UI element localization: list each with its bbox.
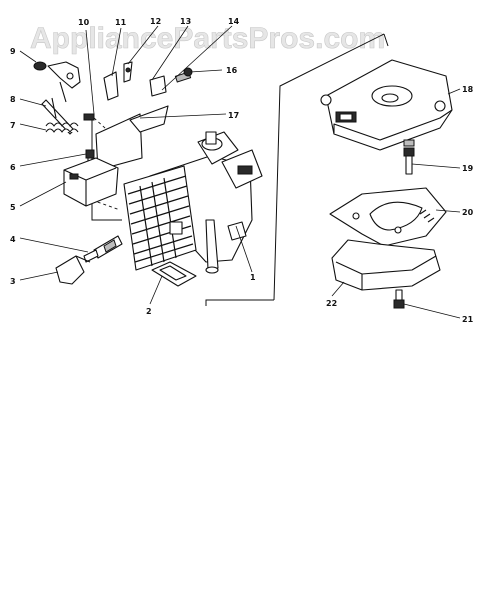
part-11-clip xyxy=(103,71,119,101)
callout-14: 14 xyxy=(228,17,240,26)
part-4-spark-plug xyxy=(83,235,123,263)
callout-19: 19 xyxy=(462,164,474,173)
callout-18: 18 xyxy=(462,85,474,94)
callout-8: 8 xyxy=(10,95,16,104)
callout-17: 17 xyxy=(228,111,239,120)
assembly-frame-right xyxy=(273,33,389,301)
part-3-plug-boot xyxy=(55,255,91,285)
callout-12: 12 xyxy=(150,17,161,26)
part-12-lever xyxy=(123,61,133,83)
part-21-bolt xyxy=(393,289,405,309)
callout-4: 4 xyxy=(10,235,16,244)
part-9-bracket xyxy=(33,61,81,103)
callout-3: 3 xyxy=(10,277,16,286)
callout-7: 7 xyxy=(10,121,16,130)
part-20-horseshoe-gasket xyxy=(329,187,447,247)
callout-6: 6 xyxy=(10,163,16,172)
part-22-lower-cover xyxy=(331,239,441,291)
part-16-screw xyxy=(174,67,193,83)
callout-9: 9 xyxy=(10,47,16,56)
part-13-14-bracket-plate xyxy=(95,75,169,171)
callout-2: 2 xyxy=(146,307,152,316)
callout-16: 16 xyxy=(226,66,238,75)
callout-10: 10 xyxy=(78,18,90,27)
leader-lines xyxy=(19,25,461,319)
callout-20: 20 xyxy=(462,208,474,217)
callout-21: 21 xyxy=(462,315,474,324)
part-19-bolt xyxy=(403,147,415,175)
part-7-spring xyxy=(45,122,79,133)
callout-11: 11 xyxy=(115,18,127,27)
callout-1: 1 xyxy=(250,273,256,282)
callout-labels: 1 2 3 4 5 6 7 8 9 10 11 12 13 14 16 17 1… xyxy=(10,17,474,324)
watermark-text: AppliancePartsPros.com xyxy=(30,22,385,55)
callout-5: 5 xyxy=(10,203,16,212)
part-10-bolt xyxy=(83,113,95,121)
callout-22: 22 xyxy=(326,299,337,308)
part-2-gasket xyxy=(151,261,197,287)
part-1-engine-block xyxy=(123,131,263,274)
callout-13: 13 xyxy=(180,17,191,26)
part-5-muffler xyxy=(63,157,119,207)
part-18-cover-housing xyxy=(320,59,453,151)
